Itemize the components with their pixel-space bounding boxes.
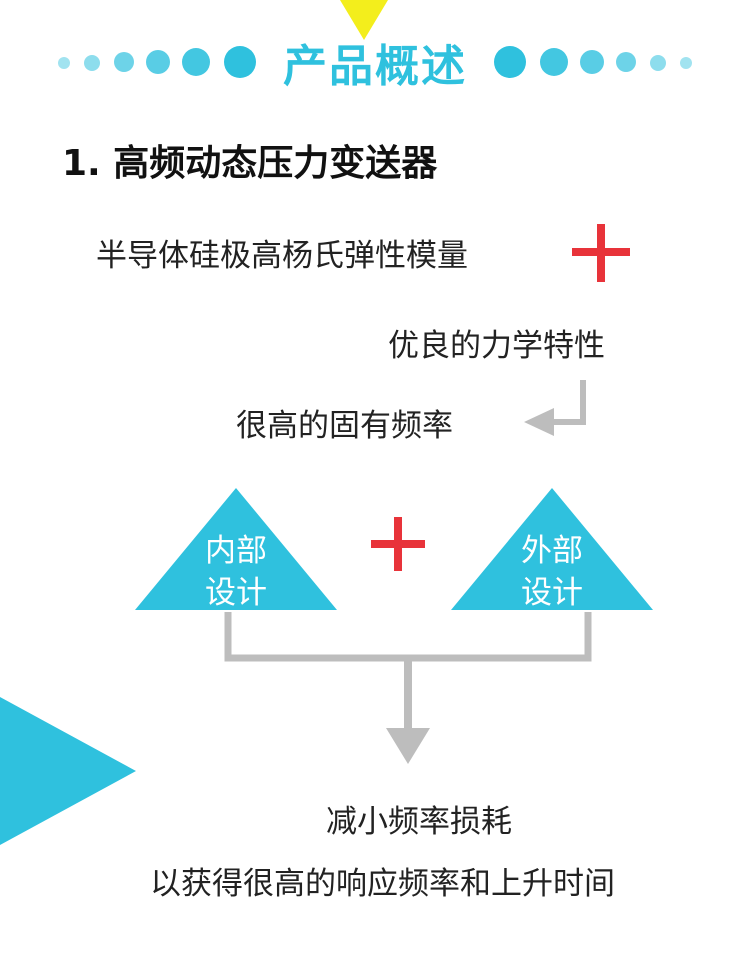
top-pointer-icon <box>340 0 388 40</box>
side-triangle-decoration <box>0 697 136 845</box>
external-design-line1: 外部 <box>521 533 583 569</box>
plus-icon-middle <box>371 517 425 571</box>
external-design-label: 外部 设计 <box>492 530 612 614</box>
merge-connector <box>224 612 592 764</box>
plus-icon <box>572 224 630 282</box>
internal-design-triangle <box>135 488 337 610</box>
result-1-text: 减小频率损耗 <box>326 804 512 840</box>
internal-design-line1: 内部 <box>205 533 267 569</box>
product-heading: 1. 高频动态压力变送器 <box>62 143 438 184</box>
internal-design-line2: 设计 <box>205 575 267 611</box>
step-3-text: 很高的固有频率 <box>236 408 453 444</box>
internal-design-label: 内部 设计 <box>176 530 296 614</box>
external-design-line2: 设计 <box>521 575 583 611</box>
result-2-text: 以获得很高的响应频率和上升时间 <box>150 866 615 902</box>
step-1-text: 半导体硅极高杨氏弹性模量 <box>96 238 468 274</box>
section-title: 产品概述 <box>283 41 467 92</box>
step-2-text: 优良的力学特性 <box>388 328 605 364</box>
external-design-triangle <box>451 488 653 610</box>
return-arrow-icon <box>524 380 586 436</box>
